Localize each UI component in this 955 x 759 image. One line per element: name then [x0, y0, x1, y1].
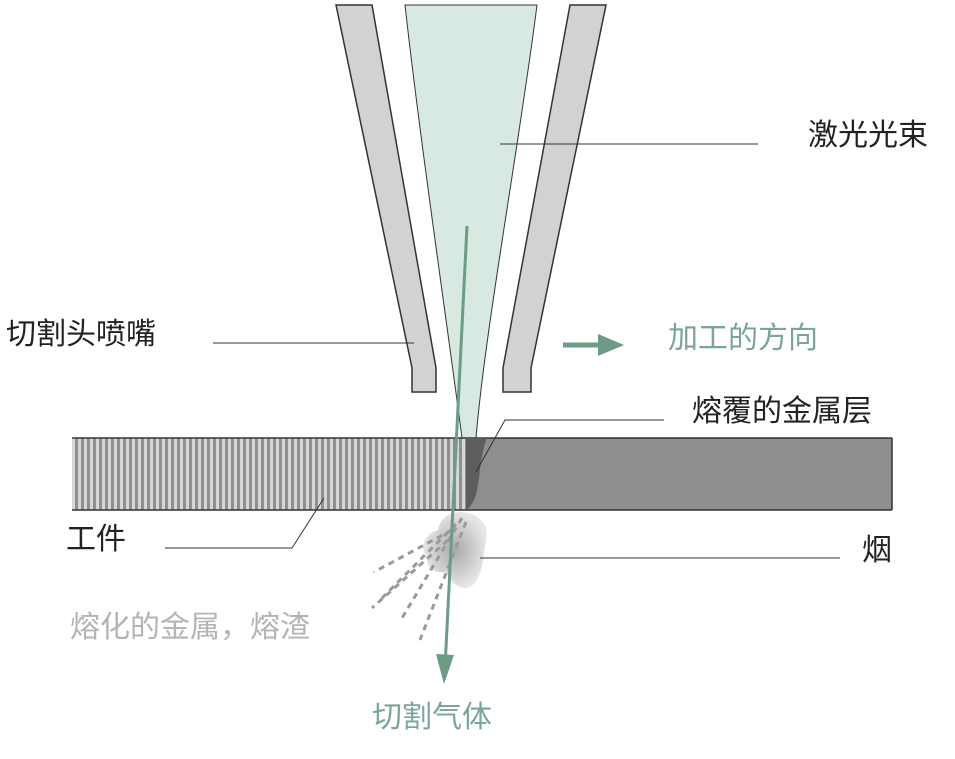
label-coating: 熔覆的金属层	[692, 394, 872, 429]
nozzle-right-wall	[502, 4, 607, 393]
molten-spatter	[370, 517, 468, 641]
label-smoke: 烟	[862, 533, 892, 568]
direction-arrow-head	[598, 334, 624, 356]
laser-beam	[404, 4, 538, 511]
nozzle-left-wall	[335, 4, 437, 393]
label-workpiece: 工件	[66, 522, 126, 557]
gas-arrow-line	[443, 225, 469, 669]
workpiece-unprocessed	[72, 438, 467, 510]
label-nozzle: 切割头喷嘴	[6, 317, 156, 352]
leader-workpiece	[165, 497, 325, 549]
smoke-cloud	[423, 512, 487, 589]
label-direction: 加工的方向	[668, 321, 818, 356]
label-gas: 切割气体	[372, 700, 492, 735]
label-molten: 熔化的金属，熔渣	[70, 610, 310, 645]
workpiece-processed	[467, 438, 892, 510]
gas-arrow-head	[436, 654, 454, 684]
label-laser-beam: 激光光束	[808, 118, 928, 153]
leader-coating	[475, 419, 664, 473]
melt-front	[466, 438, 487, 510]
